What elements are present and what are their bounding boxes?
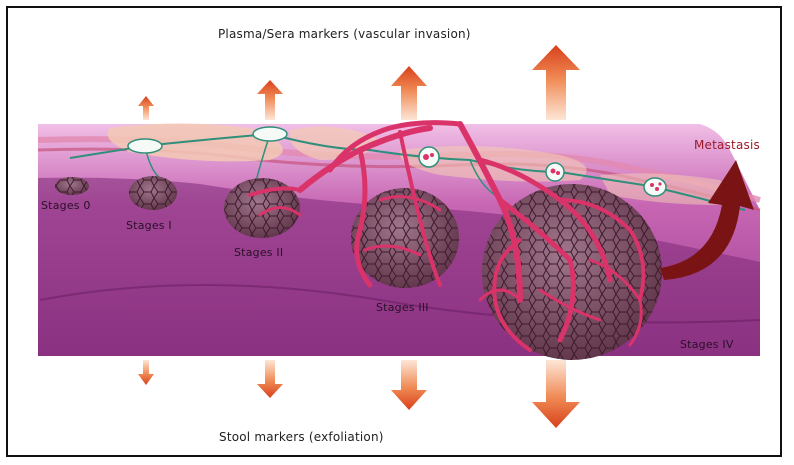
circulating-cell-icon xyxy=(644,178,666,196)
lymph-node-icon xyxy=(253,127,287,141)
stool-markers-label: Stool markers (exfoliation) xyxy=(219,430,384,444)
stage-0-label: Stages 0 xyxy=(41,199,91,212)
stage-1-label: Stages I xyxy=(126,219,172,232)
stage-4-label: Stages IV xyxy=(680,338,734,351)
up-arrow-icon xyxy=(532,45,580,120)
metastasis-label: Metastasis xyxy=(694,138,760,152)
lymph-node-icon xyxy=(128,139,162,153)
up-arrow-icon xyxy=(257,80,283,120)
up-arrow-icon xyxy=(138,96,154,120)
down-arrow-icon xyxy=(532,360,580,428)
tumor-stage-1 xyxy=(129,176,177,210)
up-arrow-icon xyxy=(391,66,427,120)
stage-2-label: Stages II xyxy=(234,246,283,259)
tumor-stage-0 xyxy=(55,177,89,195)
stage-3-label: Stages III xyxy=(376,301,429,314)
down-arrow-icon xyxy=(257,360,283,398)
down-arrow-icon xyxy=(138,360,154,385)
down-arrow-icon xyxy=(391,360,427,410)
tumor-stage-3 xyxy=(351,188,459,288)
stool-marker-arrows xyxy=(138,360,580,428)
plasma-markers-label: Plasma/Sera markers (vascular invasion) xyxy=(218,27,471,41)
plasma-marker-arrows xyxy=(138,45,580,120)
